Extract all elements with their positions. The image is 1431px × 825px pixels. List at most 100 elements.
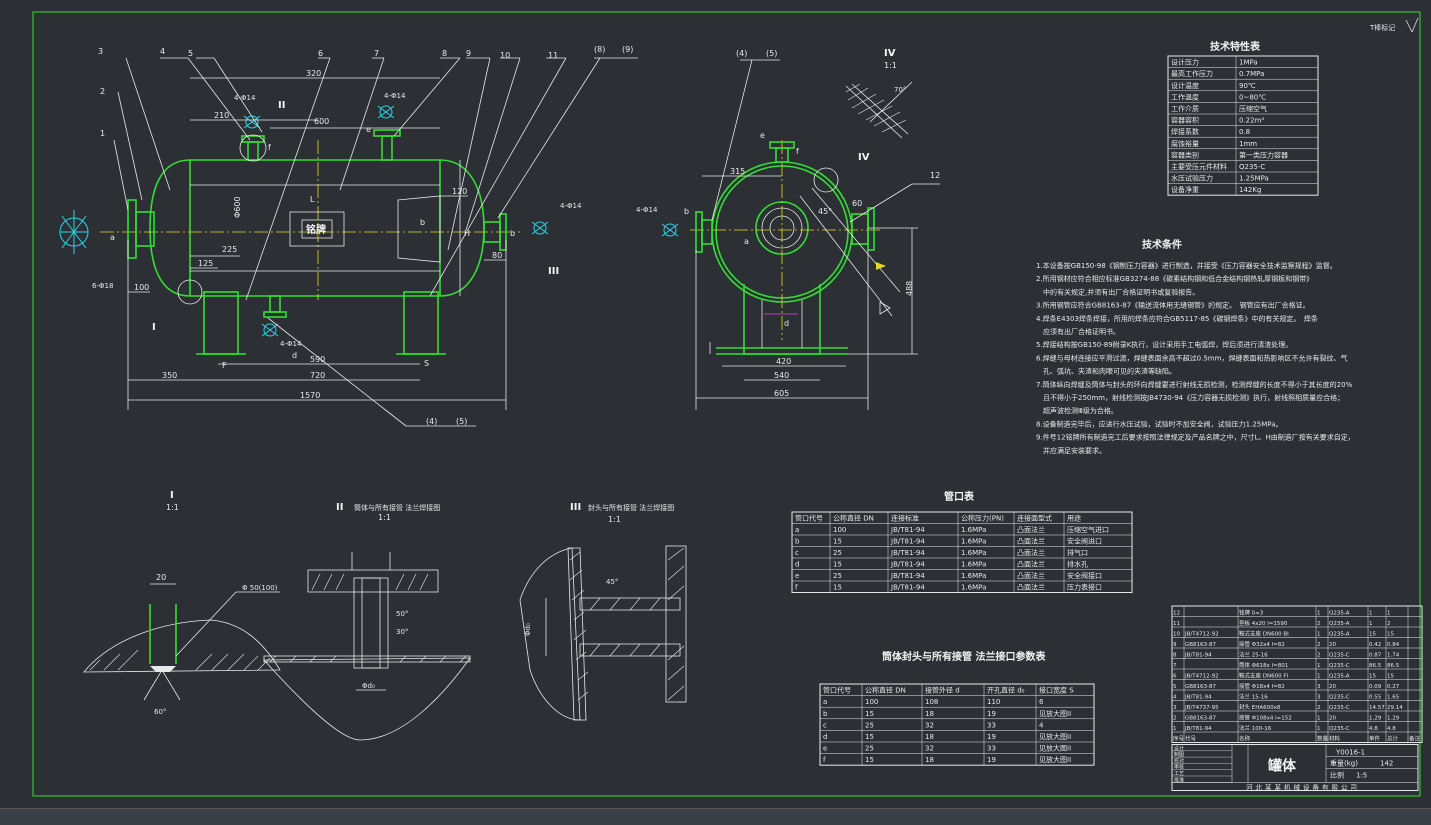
table-cell: 压力表接口 bbox=[1067, 583, 1102, 592]
table-cell: 18 bbox=[925, 710, 934, 718]
svg-text:488: 488 bbox=[905, 281, 914, 296]
svg-text:12: 12 bbox=[930, 171, 940, 180]
parts-cell: 6 bbox=[1173, 674, 1177, 680]
svg-text:b: b bbox=[510, 229, 515, 238]
parts-cell: Q235-A bbox=[1329, 674, 1350, 680]
table-cell: 32 bbox=[925, 721, 934, 729]
sign-row: 审核 bbox=[1174, 764, 1184, 771]
table-cell: 1mm bbox=[1239, 140, 1257, 148]
parts-cell: 9 bbox=[1173, 642, 1177, 648]
table-frame bbox=[791, 511, 1133, 593]
table-cell: JB/T81-94 bbox=[890, 584, 925, 592]
table-cell: 主要受压元件材料 bbox=[1171, 162, 1227, 171]
parts-cell: 1 bbox=[1317, 674, 1321, 680]
tech-requirement-line: 9.件号12铭牌所有制造完工后要求按照法律规定及产品名牌之中，尺寸L、H由制造厂… bbox=[1036, 433, 1355, 442]
side-view: e f b a d bbox=[636, 49, 940, 410]
parts-cell: 3 bbox=[1173, 705, 1177, 711]
tech-requirement-line: 孔、弧坑、夹渣和肉眼可见的夹渣等缺陷。 bbox=[1036, 367, 1176, 376]
parts-header: 单件 bbox=[1369, 735, 1381, 743]
part-name: 罐体 bbox=[1267, 758, 1297, 775]
weight-value: 142 bbox=[1380, 760, 1393, 768]
table-cell: d bbox=[795, 561, 799, 569]
status-bar bbox=[0, 808, 1431, 825]
parts-cell: 筒体 Φ618x l=801 bbox=[1239, 661, 1288, 669]
table-cell: 15 bbox=[865, 710, 874, 718]
scale-value: 1:5 bbox=[1356, 772, 1367, 780]
parts-cell: GB8163-87 bbox=[1185, 642, 1217, 648]
svg-text:b: b bbox=[684, 207, 689, 216]
svg-text:2: 2 bbox=[100, 87, 105, 96]
svg-text:技术特性表: 技术特性表 bbox=[1210, 40, 1261, 53]
svg-text:b: b bbox=[420, 218, 425, 227]
parts-cell: 86.5 bbox=[1369, 663, 1382, 669]
svg-text:420: 420 bbox=[776, 357, 791, 366]
svg-text:6-Φ18: 6-Φ18 bbox=[92, 282, 113, 290]
table-cell: f bbox=[795, 584, 798, 592]
svg-text:20: 20 bbox=[156, 573, 166, 582]
table-cell: 凸面法兰 bbox=[1017, 537, 1045, 546]
svg-text:45°: 45° bbox=[818, 207, 832, 216]
tech-requirement-line: 超声波检测Ⅲ级为合格。 bbox=[1036, 406, 1118, 415]
table-cell: 19 bbox=[987, 733, 996, 741]
parts-cell: 14.57 bbox=[1369, 705, 1385, 711]
svg-text:4-Φ14: 4-Φ14 bbox=[234, 94, 256, 102]
table-cell: 凸面法兰 bbox=[1017, 571, 1045, 580]
table-header: 管口代号 bbox=[823, 686, 851, 695]
table-header: 管口代号 bbox=[795, 514, 823, 523]
parts-cell: 3 bbox=[1317, 695, 1321, 701]
table-cell: 32 bbox=[925, 745, 934, 753]
table-cell: 18 bbox=[925, 756, 934, 764]
parts-cell: 1.29 bbox=[1369, 716, 1382, 722]
table-cell: b bbox=[823, 710, 828, 718]
table-cell: 0.7MPa bbox=[1239, 70, 1264, 78]
parts-cell: 1 bbox=[1317, 611, 1321, 617]
parts-cell: 接管 Φ108x4 l=152 bbox=[1239, 714, 1292, 722]
table-cell: 142Kg bbox=[1239, 186, 1261, 194]
table-cell: 凸面法兰 bbox=[1017, 548, 1045, 557]
svg-text:1:1: 1:1 bbox=[378, 513, 391, 522]
parts-cell: JB/T4737-95 bbox=[1184, 705, 1219, 711]
parts-cell: 1 bbox=[1317, 716, 1321, 722]
parts-header: 材料 bbox=[1329, 735, 1341, 743]
detail-iii: III 封头与所有接管 法兰焊接图 1:1 Φd₀ 45° bbox=[519, 502, 687, 721]
parts-cell: Q235-C bbox=[1329, 705, 1350, 711]
table-cell: 设备净重 bbox=[1171, 185, 1199, 194]
svg-text:60°: 60° bbox=[154, 708, 166, 716]
parts-cell: 2 bbox=[1317, 621, 1321, 627]
svg-text:Φd₀: Φd₀ bbox=[524, 623, 532, 636]
svg-text:(4): (4) bbox=[736, 49, 747, 58]
table-cell: 腐蚀裕量 bbox=[1171, 139, 1199, 148]
sign-row: 制图 bbox=[1174, 751, 1184, 758]
table-cell: JB/T81-94 bbox=[890, 538, 925, 546]
table-cell: 见放大图II bbox=[1039, 709, 1071, 718]
svg-text:II: II bbox=[336, 502, 343, 513]
svg-text:11: 11 bbox=[548, 51, 558, 60]
parts-cell: 15 bbox=[1369, 632, 1376, 638]
title-block bbox=[1171, 744, 1419, 791]
svg-text:(4): (4) bbox=[426, 417, 437, 426]
parts-header: 数量 bbox=[1317, 735, 1329, 743]
table-header: 开孔直径 d₀ bbox=[987, 686, 1025, 695]
parts-cell: 4 bbox=[1173, 695, 1177, 701]
parts-cell: JB/T81-94 bbox=[1184, 695, 1212, 701]
table-header: 公称直径 DN bbox=[865, 686, 906, 695]
table-cell: 25 bbox=[865, 745, 874, 753]
table-cell: 33 bbox=[987, 745, 996, 753]
parts-cell: Q235-C bbox=[1329, 726, 1350, 732]
table-cell: 1.6MPa bbox=[961, 572, 986, 580]
cad-canvas[interactable]: T棒标记 a b f e 铭牌 b bbox=[0, 0, 1431, 808]
table-cell: 压缩空气 bbox=[1239, 104, 1267, 113]
parts-cell: 0.84 bbox=[1387, 642, 1400, 648]
parts-cell: 0.42 bbox=[1369, 642, 1381, 648]
parts-cell: 5 bbox=[1173, 684, 1177, 690]
table-cell: 25 bbox=[833, 549, 842, 557]
parts-cell: 20 bbox=[1329, 642, 1336, 648]
tech-requirement-line: 2.所用钢材应符合相应标准GB3274-88《碳素结构钢和低合金结构钢热轧厚钢板… bbox=[1036, 274, 1313, 283]
tech-requirements: 技术条件 1.本设备按GB150-98《钢制压力容器》进行制造，并接受《压力容器… bbox=[1036, 238, 1355, 455]
detail-iv: IV 1:1 70° bbox=[845, 48, 913, 139]
parts-cell: GB8163-87 bbox=[1185, 716, 1217, 722]
svg-text:F: F bbox=[222, 361, 227, 370]
